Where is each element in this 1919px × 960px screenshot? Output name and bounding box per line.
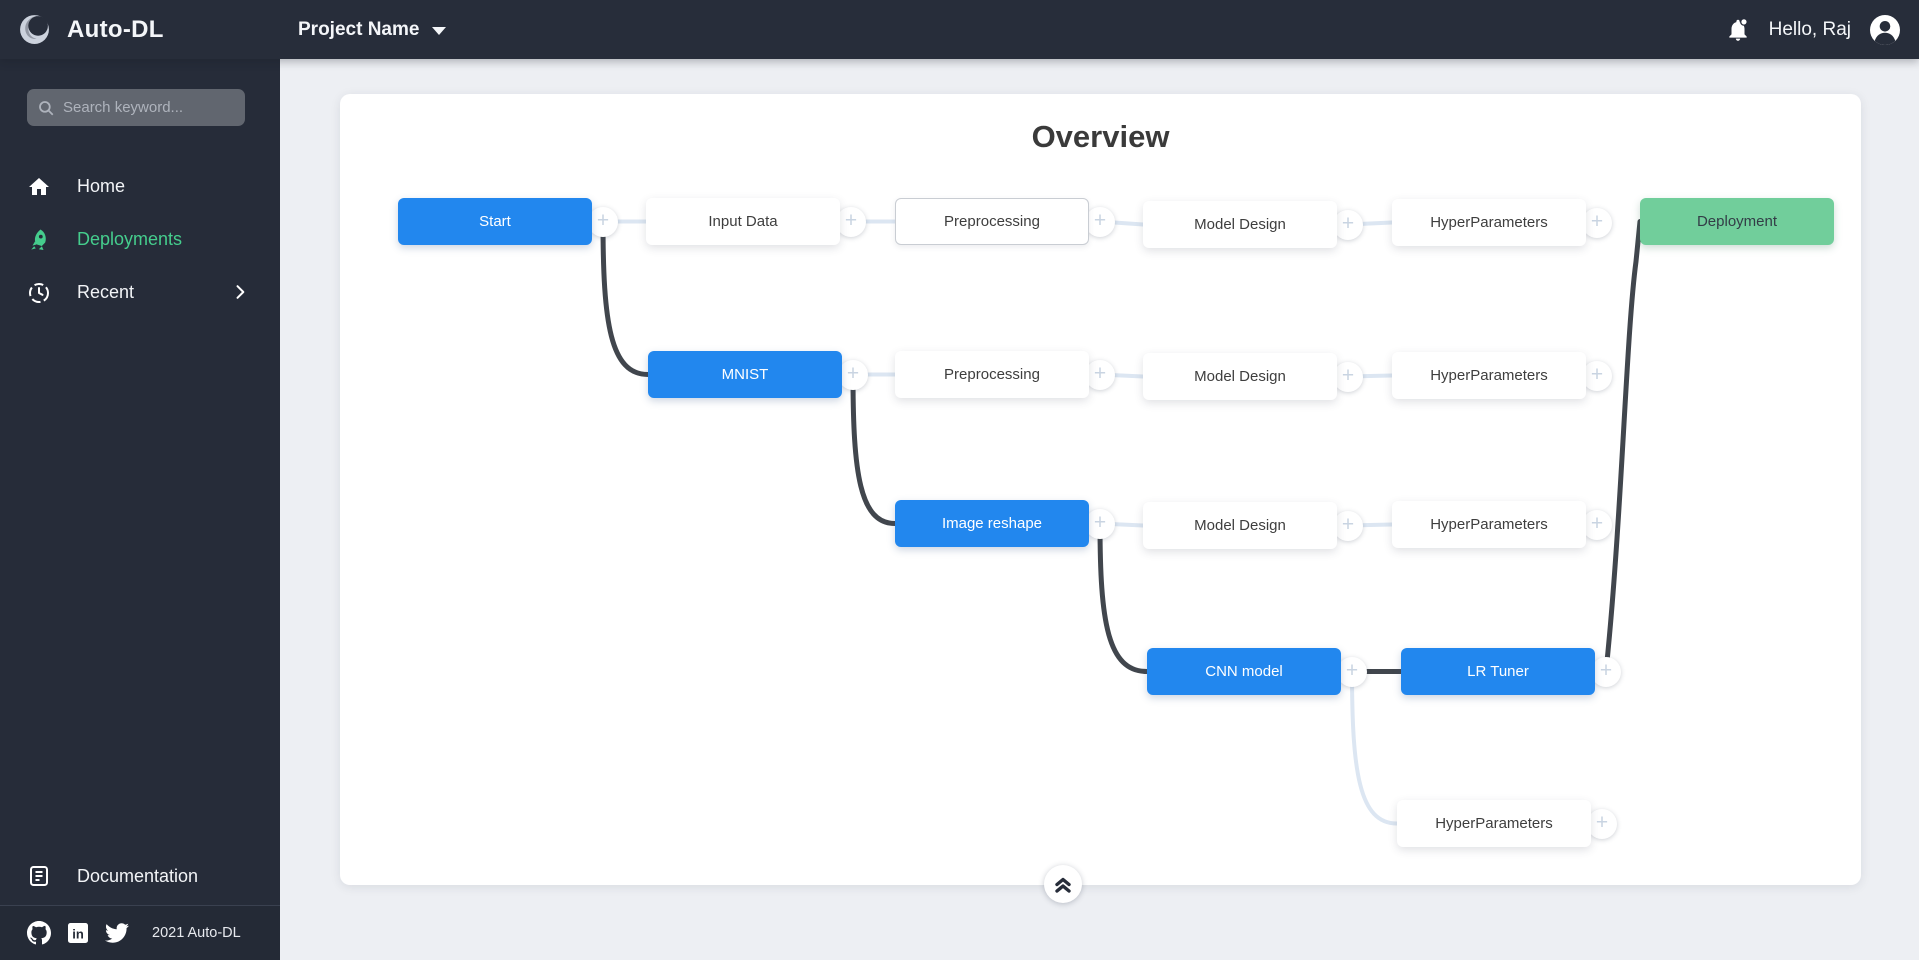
add-node-button-start[interactable]: + bbox=[588, 206, 618, 237]
add-node-button-lr-tuner[interactable]: + bbox=[1591, 656, 1621, 687]
search-input[interactable] bbox=[63, 99, 233, 116]
flow-node-hyperparameters-4[interactable]: HyperParameters bbox=[1397, 800, 1591, 847]
add-node-button-model-design-1[interactable]: + bbox=[1333, 209, 1363, 240]
project-selector-label: Project Name bbox=[298, 18, 420, 40]
add-node-button-input-data[interactable]: + bbox=[836, 206, 866, 237]
sidebar-item-home[interactable]: Home bbox=[0, 160, 280, 213]
flow-node-hyperparameters-1[interactable]: HyperParameters bbox=[1392, 199, 1586, 246]
add-node-button-image-reshape[interactable]: + bbox=[1085, 508, 1115, 539]
documentation-icon bbox=[27, 864, 51, 888]
add-node-button-hyperparameters-3[interactable]: + bbox=[1582, 509, 1612, 540]
flow-node-preprocessing-1[interactable]: Preprocessing bbox=[895, 198, 1089, 245]
sidebar-item-label: Home bbox=[77, 176, 126, 196]
flow-node-image-reshape[interactable]: Image reshape bbox=[895, 500, 1089, 547]
main-content: Overview +Start+Input Data+Preprocessing… bbox=[280, 59, 1919, 960]
flow-node-cnn-model[interactable]: CNN model bbox=[1147, 648, 1341, 695]
add-node-button-cnn-model[interactable]: + bbox=[1337, 656, 1367, 687]
chevron-down-icon bbox=[432, 26, 447, 35]
github-icon[interactable] bbox=[27, 921, 51, 945]
add-node-button-model-design-2[interactable]: + bbox=[1333, 361, 1363, 392]
add-node-button-preprocessing-2[interactable]: + bbox=[1085, 359, 1115, 390]
collapse-button[interactable] bbox=[1044, 865, 1082, 903]
flow-canvas[interactable]: Overview +Start+Input Data+Preprocessing… bbox=[340, 94, 1861, 903]
flow-node-deployment[interactable]: Deployment bbox=[1640, 198, 1834, 245]
twitter-icon[interactable] bbox=[105, 921, 129, 945]
flow-edge-lr-tuner-to-deployment bbox=[1603, 219, 1643, 674]
chevron-right-icon bbox=[230, 282, 250, 302]
home-icon bbox=[27, 175, 51, 199]
add-node-button-mnist[interactable]: + bbox=[838, 359, 868, 390]
history-icon bbox=[27, 281, 51, 305]
sidebar-item-documentation[interactable]: Documentation bbox=[0, 847, 280, 905]
flow-edge-cnn-model-to-hyperparameters-4 bbox=[1350, 669, 1399, 826]
rocket-icon bbox=[27, 228, 51, 252]
brand-title: Auto-DL bbox=[67, 15, 164, 43]
flow-node-input-data[interactable]: Input Data bbox=[646, 198, 840, 245]
flow-node-hyperparameters-2[interactable]: HyperParameters bbox=[1392, 352, 1586, 399]
search-box bbox=[27, 89, 245, 126]
app-logo-icon bbox=[18, 13, 51, 46]
flow-node-hyperparameters-3[interactable]: HyperParameters bbox=[1392, 501, 1586, 548]
sidebar: Home Deployments Recent bbox=[0, 59, 280, 960]
flow-edge-mnist-to-image-reshape bbox=[850, 372, 898, 526]
add-node-button-hyperparameters-4[interactable]: + bbox=[1587, 808, 1617, 839]
flow-edge-image-reshape-to-cnn-model bbox=[1097, 521, 1150, 674]
flow-node-start[interactable]: Start bbox=[398, 198, 592, 245]
sidebar-item-deployments[interactable]: Deployments bbox=[0, 213, 280, 266]
flow-node-model-design-1[interactable]: Model Design bbox=[1143, 201, 1337, 248]
user-avatar[interactable] bbox=[1869, 14, 1901, 46]
copyright-text: 2021 Auto-DL bbox=[152, 925, 241, 941]
sidebar-item-label: Deployments bbox=[77, 229, 183, 249]
sidebar-item-label: Recent bbox=[77, 282, 135, 302]
add-node-button-model-design-3[interactable]: + bbox=[1333, 510, 1363, 541]
flow-node-lr-tuner[interactable]: LR Tuner bbox=[1401, 648, 1595, 695]
add-node-button-hyperparameters-1[interactable]: + bbox=[1582, 207, 1612, 238]
flow-node-model-design-3[interactable]: Model Design bbox=[1143, 502, 1337, 549]
add-node-button-hyperparameters-2[interactable]: + bbox=[1582, 360, 1612, 391]
flow-node-model-design-2[interactable]: Model Design bbox=[1143, 353, 1337, 400]
page-title: Overview bbox=[1031, 119, 1170, 154]
double-chevron-up-icon bbox=[1051, 872, 1075, 896]
sidebar-footer: in 2021 Auto-DL bbox=[0, 905, 280, 960]
top-navbar: Auto-DL Project Name Hello, Raj bbox=[0, 0, 1919, 59]
search-icon bbox=[37, 99, 55, 117]
flow-edge-start-to-mnist bbox=[600, 219, 651, 377]
sidebar-item-recent[interactable]: Recent bbox=[0, 266, 280, 319]
project-selector[interactable]: Project Name bbox=[298, 18, 447, 41]
notification-bell-icon[interactable] bbox=[1725, 17, 1751, 43]
add-node-button-preprocessing-1[interactable]: + bbox=[1085, 206, 1115, 237]
user-greeting: Hello, Raj bbox=[1768, 18, 1851, 40]
linkedin-icon[interactable]: in bbox=[66, 921, 90, 945]
documentation-label: Documentation bbox=[77, 865, 199, 886]
flow-node-preprocessing-2[interactable]: Preprocessing bbox=[895, 351, 1089, 398]
svg-text:in: in bbox=[72, 927, 84, 942]
flow-node-mnist[interactable]: MNIST bbox=[648, 351, 842, 398]
brand: Auto-DL bbox=[0, 13, 280, 46]
